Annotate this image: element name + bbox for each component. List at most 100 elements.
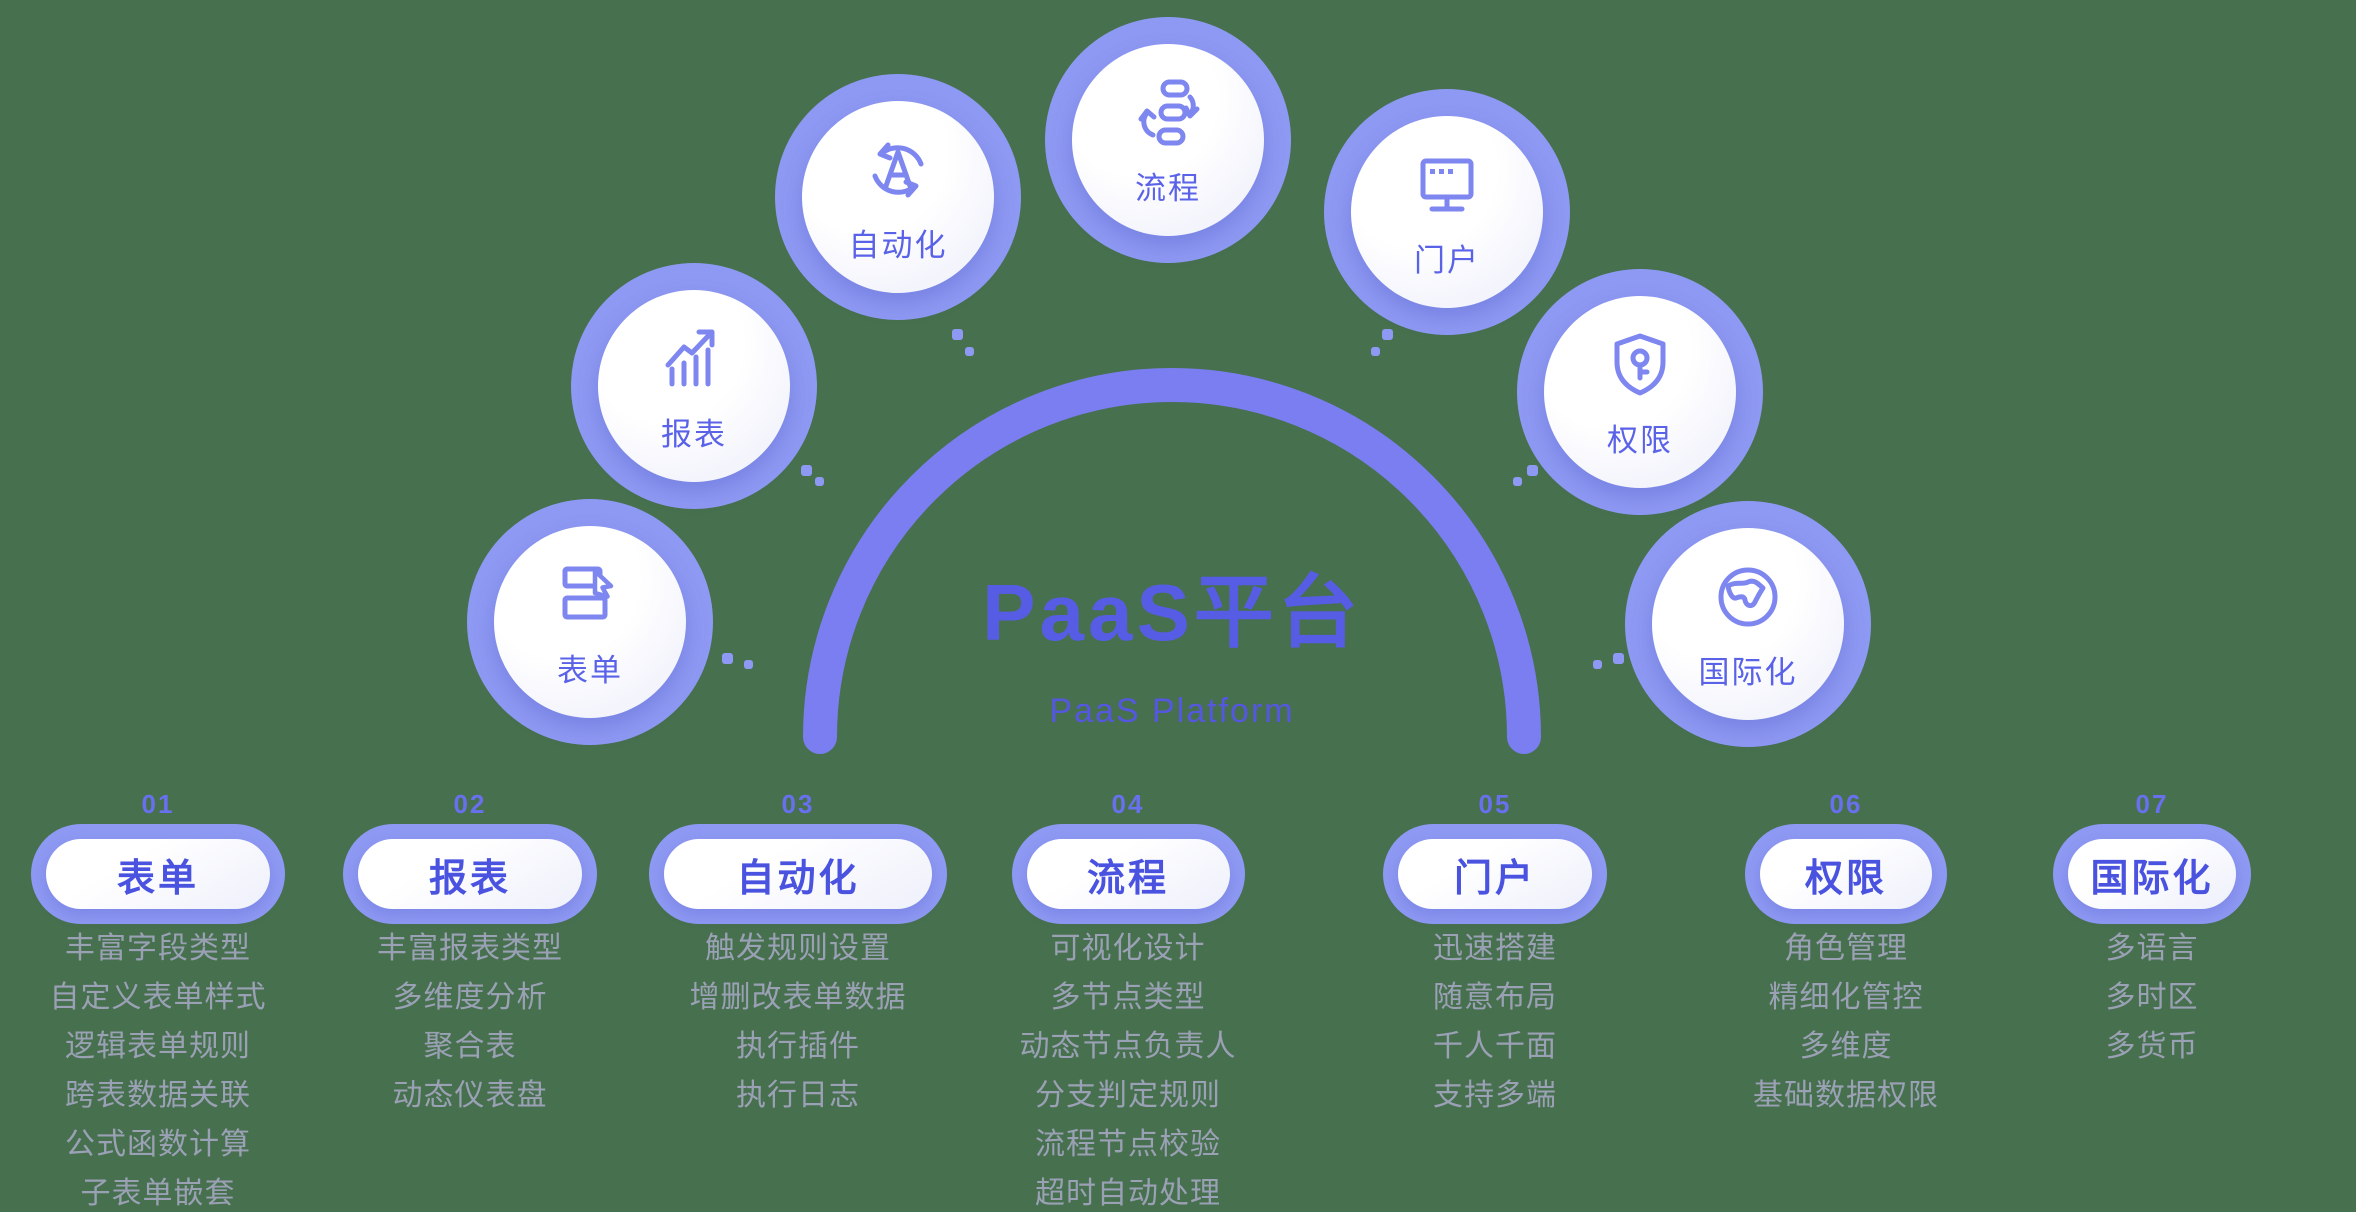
feature-column-portal: 05 门户 迅速搭建随意布局千人千面支持多端 (1335, 786, 1655, 1120)
feature-pill-form: 表单 (31, 824, 285, 924)
feature-circle-inner: 权限 (1544, 296, 1736, 488)
feature-list-item: 丰富字段类型 (65, 932, 251, 965)
feature-circle-portal: 门户 (1324, 89, 1570, 335)
feature-circle-inner: 门户 (1351, 116, 1543, 308)
feature-number: 07 (2135, 789, 2169, 819)
feature-list-item: 触发规则设置 (705, 932, 891, 965)
feature-list-item: 精细化管控 (1768, 981, 1924, 1014)
feature-circle-workflow: 流程 (1045, 17, 1291, 263)
feature-list-item: 多时区 (2105, 981, 2199, 1014)
decor-dot (1370, 346, 1380, 356)
feature-list-item: 可视化设计 (1050, 932, 1206, 965)
feature-number: 05 (1478, 789, 1512, 819)
feature-list-item: 丰富报表类型 (377, 932, 563, 965)
feature-pill-label: 表单 (46, 839, 270, 909)
feature-list: 角色管理精细化管控多维度基础数据权限 (1753, 924, 1939, 1120)
feature-circle-label: 国际化 (1698, 654, 1798, 690)
feature-list-item: 多语言 (2105, 932, 2199, 965)
feature-list-item: 公式函数计算 (65, 1128, 251, 1161)
feature-pill-automation: 自动化 (649, 824, 947, 924)
feature-number: 01 (141, 789, 175, 819)
feature-pill-permission: 权限 (1745, 824, 1947, 924)
feature-circle-inner: 表单 (494, 526, 686, 718)
workflow-icon (1128, 73, 1208, 153)
decor-dot (743, 659, 753, 669)
feature-pill-label: 报表 (358, 839, 582, 909)
feature-list-item: 多维度分析 (392, 981, 548, 1014)
i18n-globe-icon (1708, 557, 1788, 637)
feature-circle-label: 流程 (1135, 170, 1201, 206)
feature-list-item: 多维度 (1799, 1030, 1893, 1063)
decor-dot (814, 476, 824, 486)
feature-list-item: 随意布局 (1433, 981, 1557, 1014)
decor-dot (951, 328, 963, 340)
feature-circle-permission: 权限 (1517, 269, 1763, 515)
feature-list: 迅速搭建随意布局千人千面支持多端 (1433, 924, 1557, 1120)
feature-list-item: 执行插件 (736, 1030, 860, 1063)
decor-dot (1512, 476, 1522, 486)
feature-list-item: 跨表数据关联 (65, 1079, 251, 1112)
form-icon (550, 555, 630, 635)
feature-circle-inner: 流程 (1072, 44, 1264, 236)
portal-monitor-icon (1407, 145, 1487, 225)
feature-number: 04 (1111, 789, 1145, 819)
feature-pill-report: 报表 (343, 824, 597, 924)
feature-pill-label: 国际化 (2068, 839, 2236, 909)
feature-list-item: 角色管理 (1784, 932, 1908, 965)
feature-number: 02 (453, 789, 487, 819)
feature-circle-form: 表单 (467, 499, 713, 745)
feature-circle-report: 报表 (571, 263, 817, 509)
feature-pill-label: 流程 (1026, 839, 1230, 909)
feature-column-form: 01 表单 丰富字段类型自定义表单样式逻辑表单规则跨表数据关联公式函数计算子表单… (0, 786, 318, 1212)
feature-circle-label: 门户 (1414, 242, 1480, 278)
feature-pill-label: 自动化 (664, 839, 932, 909)
feature-list-item: 动态仪表盘 (392, 1079, 548, 1112)
feature-list: 丰富报表类型多维度分析聚合表动态仪表盘 (377, 924, 563, 1120)
decor-dot (721, 652, 733, 664)
feature-list: 可视化设计多节点类型动态节点负责人分支判定规则流程节点校验超时自动处理 (1020, 924, 1237, 1212)
center-title-block: PaaS平台 PaaS Platform (772, 548, 1572, 731)
feature-list-item: 动态节点负责人 (1019, 1030, 1237, 1063)
feature-list-item: 流程节点校验 (1035, 1128, 1221, 1161)
permission-shield-icon (1600, 325, 1680, 405)
feature-list-item: 自定义表单样式 (49, 981, 267, 1014)
feature-circle-i18n: 国际化 (1625, 501, 1871, 747)
feature-list-item: 聚合表 (423, 1030, 517, 1063)
feature-list-item: 执行日志 (736, 1079, 860, 1112)
feature-circle-label: 表单 (557, 652, 623, 688)
decor-dot (800, 464, 812, 476)
feature-circle-automation: 自动化 (775, 74, 1021, 320)
feature-list-item: 多货币 (2105, 1030, 2199, 1063)
feature-column-i18n: 07 国际化 多语言多时区多货币 (1992, 786, 2312, 1071)
feature-column-workflow: 04 流程 可视化设计多节点类型动态节点负责人分支判定规则流程节点校验超时自动处… (968, 786, 1288, 1212)
feature-pill-portal: 门户 (1383, 824, 1607, 924)
page-title: PaaS平台 (982, 568, 1362, 657)
feature-list-item: 子表单嵌套 (80, 1177, 236, 1210)
feature-list-item: 逻辑表单规则 (65, 1030, 251, 1063)
decor-dot (1612, 652, 1624, 664)
feature-list-item: 迅速搭建 (1433, 932, 1557, 965)
feature-pill-label: 权限 (1760, 839, 1932, 909)
feature-circle-label: 权限 (1607, 422, 1673, 458)
decor-dot (1381, 328, 1393, 340)
feature-column-automation: 03 自动化 触发规则设置增删改表单数据执行插件执行日志 (638, 786, 958, 1120)
decor-dot (1592, 659, 1602, 669)
feature-pill-label: 门户 (1398, 839, 1592, 909)
feature-circle-inner: 自动化 (802, 101, 994, 293)
feature-circle-inner: 国际化 (1652, 528, 1844, 720)
feature-list-item: 千人千面 (1433, 1030, 1557, 1063)
feature-pill-workflow: 流程 (1011, 824, 1245, 924)
feature-list: 触发规则设置增删改表单数据执行插件执行日志 (690, 924, 907, 1120)
page-subtitle: PaaS Platform (1049, 692, 1295, 730)
feature-column-report: 02 报表 丰富报表类型多维度分析聚合表动态仪表盘 (310, 786, 630, 1120)
report-chart-icon (654, 319, 734, 399)
feature-list-item: 增删改表单数据 (689, 981, 907, 1014)
feature-column-permission: 06 权限 角色管理精细化管控多维度基础数据权限 (1686, 786, 2006, 1120)
feature-list-item: 超时自动处理 (1035, 1177, 1221, 1210)
feature-list: 多语言多时区多货币 (2106, 924, 2199, 1071)
feature-list: 丰富字段类型自定义表单样式逻辑表单规则跨表数据关联公式函数计算子表单嵌套 (50, 924, 267, 1212)
feature-circle-label: 报表 (661, 416, 727, 452)
feature-circle-label: 自动化 (848, 227, 948, 263)
feature-number: 06 (1829, 789, 1863, 819)
